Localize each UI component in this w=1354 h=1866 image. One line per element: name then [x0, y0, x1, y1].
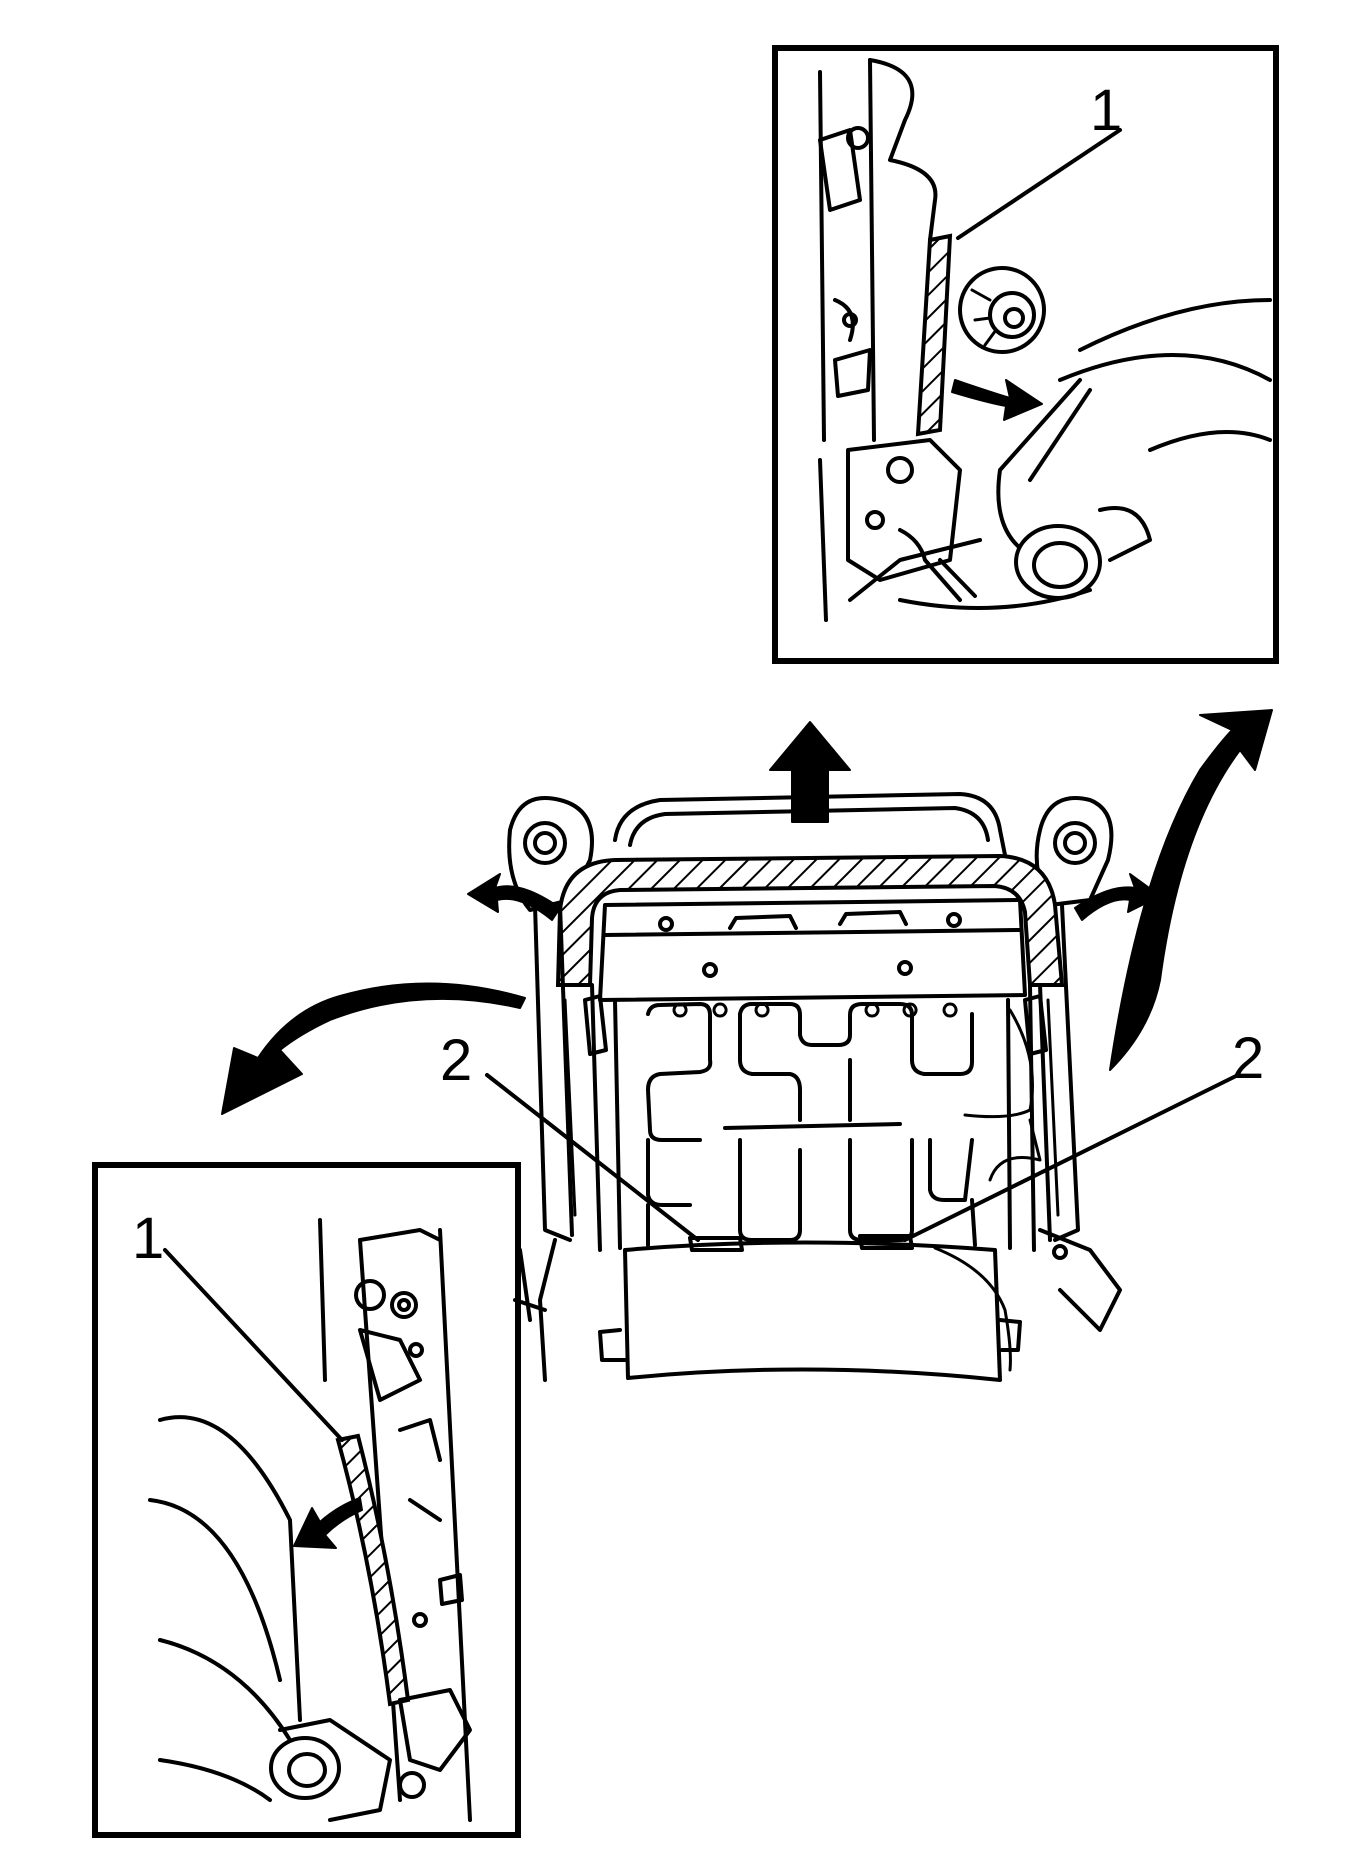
- bottom-inset-callout-1: 1: [132, 1206, 164, 1271]
- bottom-inset-leader: [163, 1248, 344, 1442]
- bottom-pivot-bushing: [269, 1736, 341, 1800]
- suspension-mat: [646, 1002, 977, 1247]
- left-swing-arrow: [221, 982, 526, 1115]
- right-release-arrow: [1074, 873, 1161, 921]
- right-clip-callout-2: 2: [1232, 1026, 1264, 1091]
- top-inset-frame: [772, 45, 1279, 664]
- top-seal-strip: [915, 233, 953, 437]
- bottom-inset-arrow: [293, 1497, 363, 1549]
- top-pivot-bushing: [1014, 524, 1102, 600]
- top-inset-callout-1: 1: [1090, 78, 1122, 143]
- top-inset-leader: [956, 128, 1122, 240]
- lumbar-cushion: [623, 1240, 1002, 1382]
- seat-back-frame: [467, 721, 1161, 1382]
- top-seal-bar: [555, 853, 1065, 987]
- top-inset-arrow: [951, 379, 1043, 421]
- left-clip-callout-2: 2: [440, 1028, 472, 1093]
- bottom-seal-strip: [335, 1433, 411, 1707]
- left-retainer-clip: [688, 1236, 744, 1252]
- top-round-connector: [958, 266, 1046, 354]
- top-detail-inset: 1: [772, 45, 1279, 664]
- bottom-inset-frame: [92, 1162, 521, 1838]
- right-swing-arrow: [1109, 709, 1273, 1071]
- lift-up-arrow: [769, 721, 851, 823]
- bottom-detail-inset: 1: [92, 1162, 521, 1838]
- right-retainer-clip: [858, 1234, 914, 1250]
- left-clip-leader: [485, 1073, 700, 1242]
- right-clip-leader: [903, 1073, 1240, 1242]
